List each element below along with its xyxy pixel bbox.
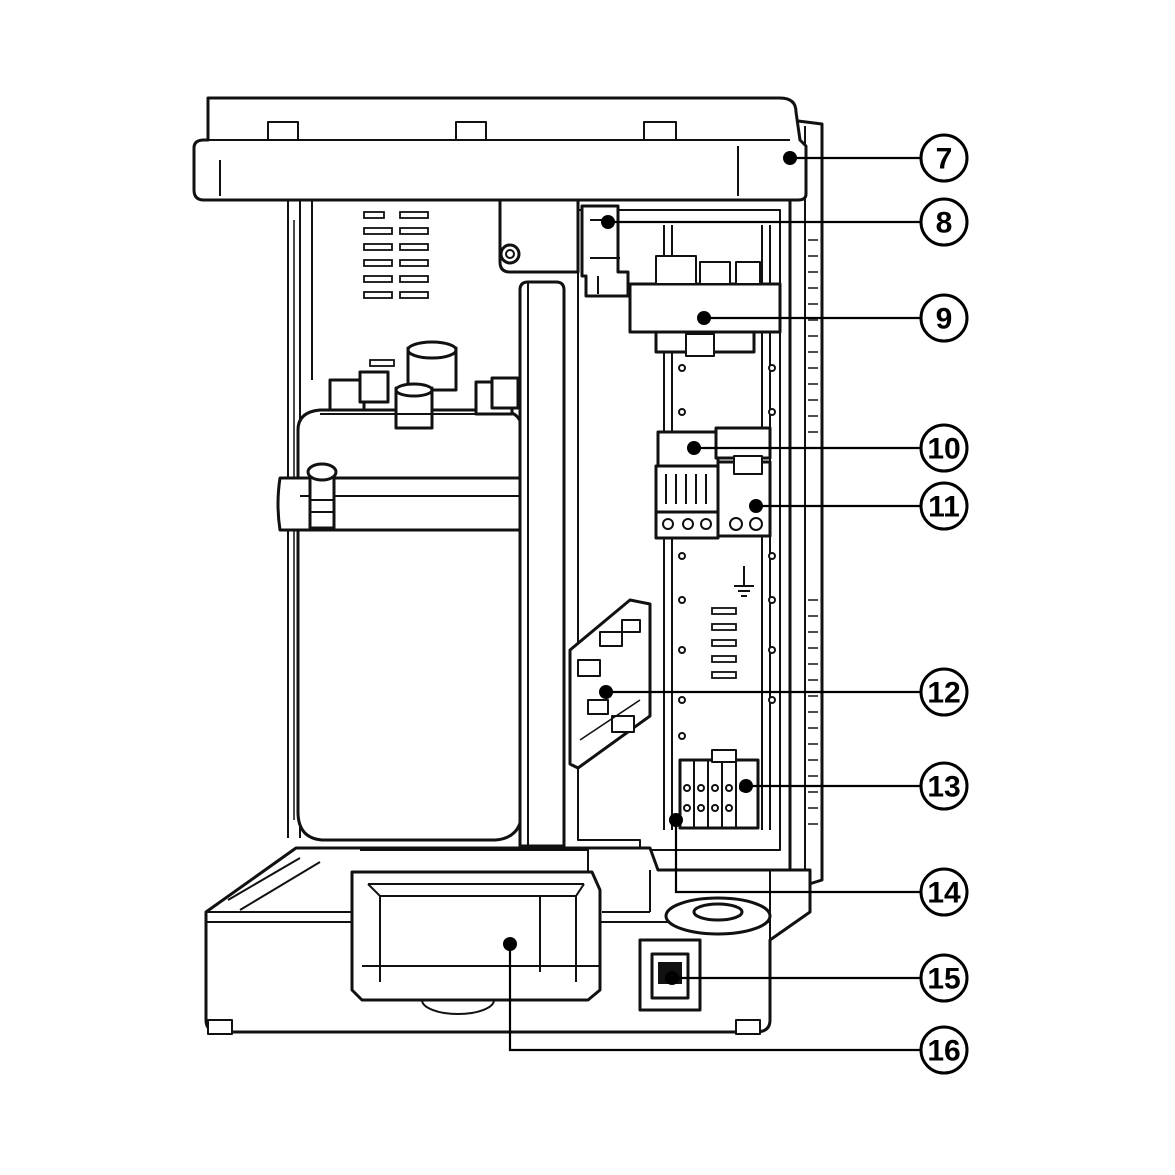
callout-label: 16 xyxy=(927,1035,960,1068)
back-vent-slots xyxy=(363,211,429,367)
ground-symbol xyxy=(734,566,754,597)
control-board-12 xyxy=(568,598,652,770)
callout-13: 13 xyxy=(919,761,969,811)
terminal-block-8 xyxy=(580,204,630,298)
callout-label: 10 xyxy=(927,433,960,466)
drain-fan xyxy=(664,896,772,936)
callout-label: 7 xyxy=(936,143,953,176)
front-panel-16 xyxy=(350,849,602,1002)
callout-label: 14 xyxy=(927,877,961,910)
terminal-strip-13 xyxy=(678,749,760,830)
callout-9: 9 xyxy=(919,293,969,343)
callout-12: 12 xyxy=(919,667,969,717)
callout-label: 9 xyxy=(936,303,953,336)
callout-11: 11 xyxy=(919,481,969,531)
callout-10: 10 xyxy=(919,423,969,473)
callout-label: 8 xyxy=(936,207,953,240)
leader-16 xyxy=(508,944,920,1052)
steam-duct xyxy=(498,196,580,848)
callout-16: 16 xyxy=(919,1025,969,1075)
top-cover xyxy=(192,96,808,202)
callout-15: 15 xyxy=(919,953,969,1003)
side-vent-slots xyxy=(808,239,818,825)
clamp-screw xyxy=(306,462,338,530)
callout-7: 7 xyxy=(919,133,969,183)
callout-label: 13 xyxy=(927,771,960,804)
callout-label: 12 xyxy=(927,677,960,710)
callout-label: 11 xyxy=(928,491,960,524)
callout-14: 14 xyxy=(919,867,969,917)
callouts: 7 8 9 10 11 12 13 14 xyxy=(919,133,969,1075)
callout-label: 15 xyxy=(927,963,960,996)
circuit-breaker-11 xyxy=(716,455,772,538)
steam-cylinder xyxy=(276,340,530,842)
callout-8: 8 xyxy=(919,197,969,247)
leader-lines xyxy=(503,151,920,1052)
leader-14 xyxy=(674,820,920,894)
